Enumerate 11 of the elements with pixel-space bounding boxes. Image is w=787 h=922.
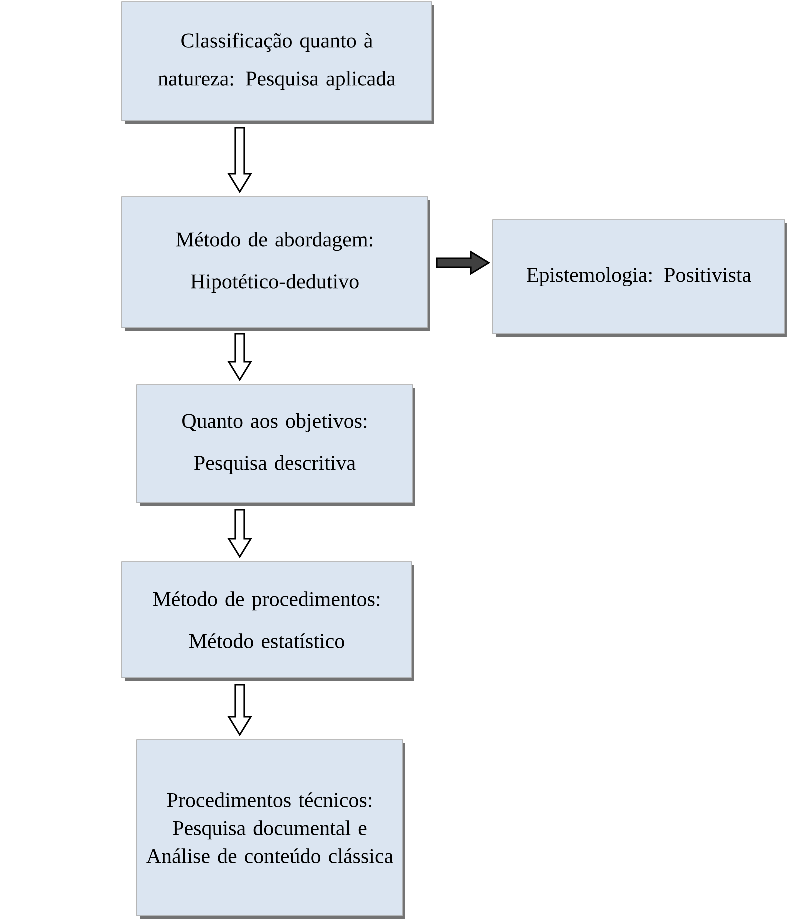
process-box: Classificação quanto à natureza: Pesquisa aplicada	[122, 2, 434, 124]
process-box: Procedimentos técnicos: Pesquisa documental e Análise de conteúdo clássica	[136, 740, 405, 919]
block-arrow	[228, 127, 252, 194]
block-arrow	[228, 509, 252, 559]
process-box: Epistemologia: Positivista	[492, 220, 787, 337]
block-arrow	[436, 250, 491, 276]
process-box: Método de abordagem: Hipotético-dedutivo	[122, 196, 430, 331]
block-arrow	[228, 684, 252, 737]
block-arrow	[228, 333, 252, 382]
process-box: Quanto aos objetivos: Pesquisa descritiva	[136, 384, 415, 506]
process-box: Método de procedimentos: Método estatístico	[122, 562, 414, 681]
